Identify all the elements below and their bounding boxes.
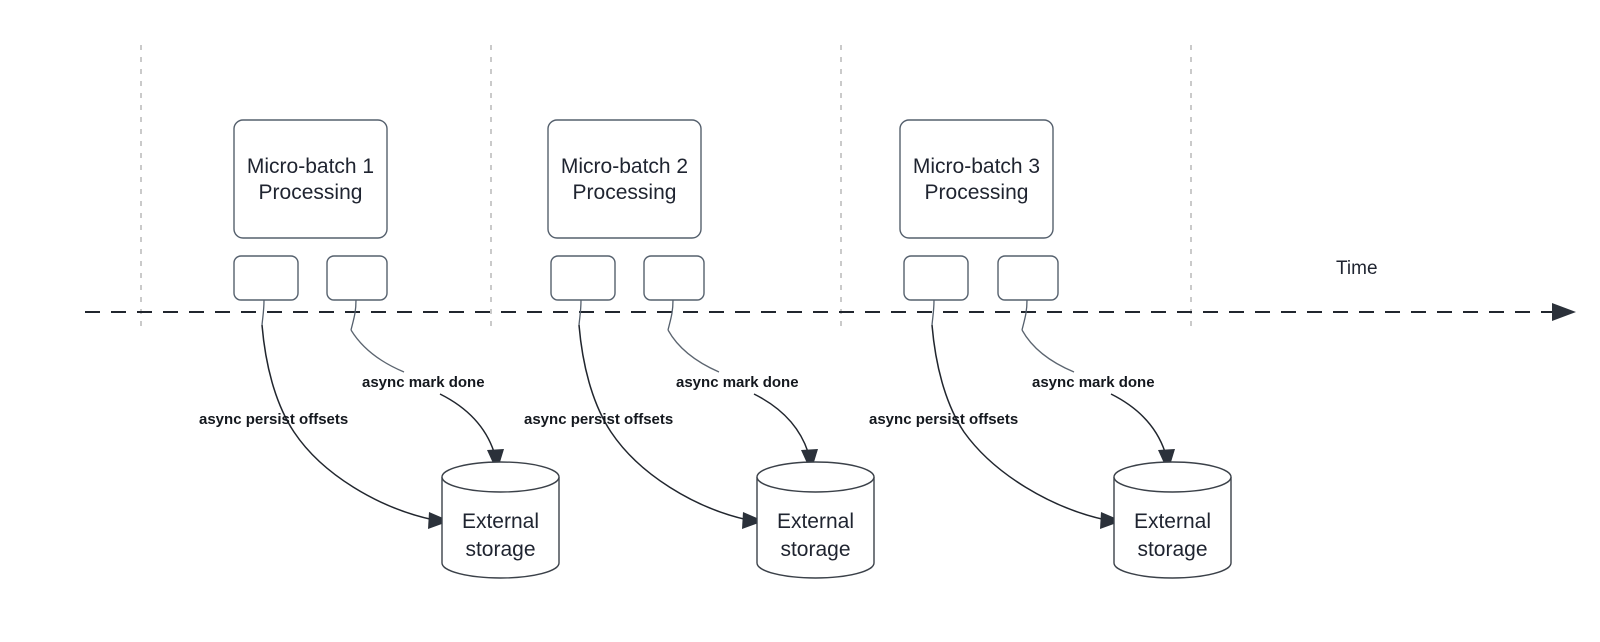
time-axis-arrowhead — [1552, 303, 1576, 321]
batch-1-mark-done-label: async mark done — [362, 374, 485, 391]
batch-1-task-b-box[interactable] — [326, 255, 388, 301]
batch-3-persist-offsets-label: async persist offsets — [869, 411, 1018, 428]
batch-3-mark-done-curve-2 — [1110, 393, 1166, 453]
batch-3-external-storage[interactable]: External storage — [1113, 461, 1232, 579]
batch-3-storage-label-line1: External — [1134, 510, 1211, 533]
batch-2-task-b-stem — [667, 299, 674, 331]
batch-2-label-line2: Processing — [573, 181, 677, 204]
batch-group-1: Micro-batch 1 Processing async persist o… — [199, 119, 560, 579]
batch-3-task-b-box[interactable] — [997, 255, 1059, 301]
batch-1-storage-label-line2: storage — [465, 538, 535, 561]
batch-1-mark-done-arrowhead — [487, 449, 504, 472]
batch-1-task-b-stem — [350, 299, 357, 331]
batch-2-storage-top — [756, 461, 875, 493]
batch-2-task-a-box[interactable] — [550, 255, 616, 301]
batch-3-label-line2: Processing — [925, 181, 1029, 204]
batch-2-mark-done-curve — [667, 329, 720, 373]
batch-1-processing-box[interactable] — [233, 119, 388, 239]
batch-2-persist-offsets-curve — [578, 324, 749, 521]
batch-2-processing-box[interactable] — [547, 119, 702, 239]
batch-3-storage-top — [1113, 461, 1232, 493]
batch-2-external-storage[interactable]: External storage — [756, 461, 875, 579]
batch-3-task-a-stem — [931, 299, 935, 326]
batch-group-2: Micro-batch 2 Processing async persist o… — [524, 119, 875, 579]
batch-1-mark-done-curve — [350, 329, 405, 373]
batch-1-mark-done-curve-2 — [439, 393, 495, 453]
batch-2-persist-offsets-label: async persist offsets — [524, 411, 673, 428]
batch-3-task-b-stem — [1021, 299, 1028, 331]
batch-3-processing-box[interactable] — [899, 119, 1054, 239]
batch-3-mark-done-label: async mark done — [1032, 374, 1155, 391]
batch-2-mark-done-curve-2 — [753, 393, 809, 453]
batch-1-external-storage[interactable]: External storage — [441, 461, 560, 579]
batch-1-storage-label-line1: External — [462, 510, 539, 533]
batch-2-mark-done-label: async mark done — [676, 374, 799, 391]
batch-2-task-a-stem — [578, 299, 582, 326]
batch-1-task-a-box[interactable] — [233, 255, 299, 301]
batch-3-label-line1: Micro-batch 3 — [913, 155, 1040, 178]
batch-3-mark-done-curve — [1021, 329, 1075, 373]
batch-group-3: Micro-batch 3 Processing async persist o… — [869, 119, 1232, 579]
batch-2-storage-label-line1: External — [777, 510, 854, 533]
batch-1-label-line1: Micro-batch 1 — [247, 155, 374, 178]
batch-2-mark-done-arrowhead — [801, 449, 818, 472]
batch-1-label-line2: Processing — [259, 181, 363, 204]
batch-2-label-line1: Micro-batch 2 — [561, 155, 688, 178]
batch-3-task-a-box[interactable] — [903, 255, 969, 301]
batch-1-task-a-stem — [261, 299, 265, 326]
batch-2-persist-offsets-arrowhead — [742, 512, 764, 529]
batch-3-mark-done-arrowhead — [1158, 449, 1175, 472]
batch-1-persist-offsets-label: async persist offsets — [199, 411, 348, 428]
batch-3-storage-body — [1113, 477, 1232, 579]
time-axis-label: Time — [1336, 258, 1378, 279]
batch-3-persist-offsets-arrowhead — [1100, 512, 1122, 529]
batch-2-storage-label-line2: storage — [780, 538, 850, 561]
batch-3-persist-offsets-curve — [931, 324, 1107, 521]
batch-1-persist-offsets-curve — [261, 324, 435, 521]
time-axis — [85, 303, 1576, 321]
batch-3-storage-label-line2: storage — [1137, 538, 1207, 561]
batch-2-task-b-box[interactable] — [643, 255, 705, 301]
batch-1-persist-offsets-arrowhead — [428, 512, 450, 529]
batch-2-storage-body — [756, 477, 875, 579]
batch-1-storage-top — [441, 461, 560, 493]
batch-1-storage-body — [441, 477, 560, 579]
